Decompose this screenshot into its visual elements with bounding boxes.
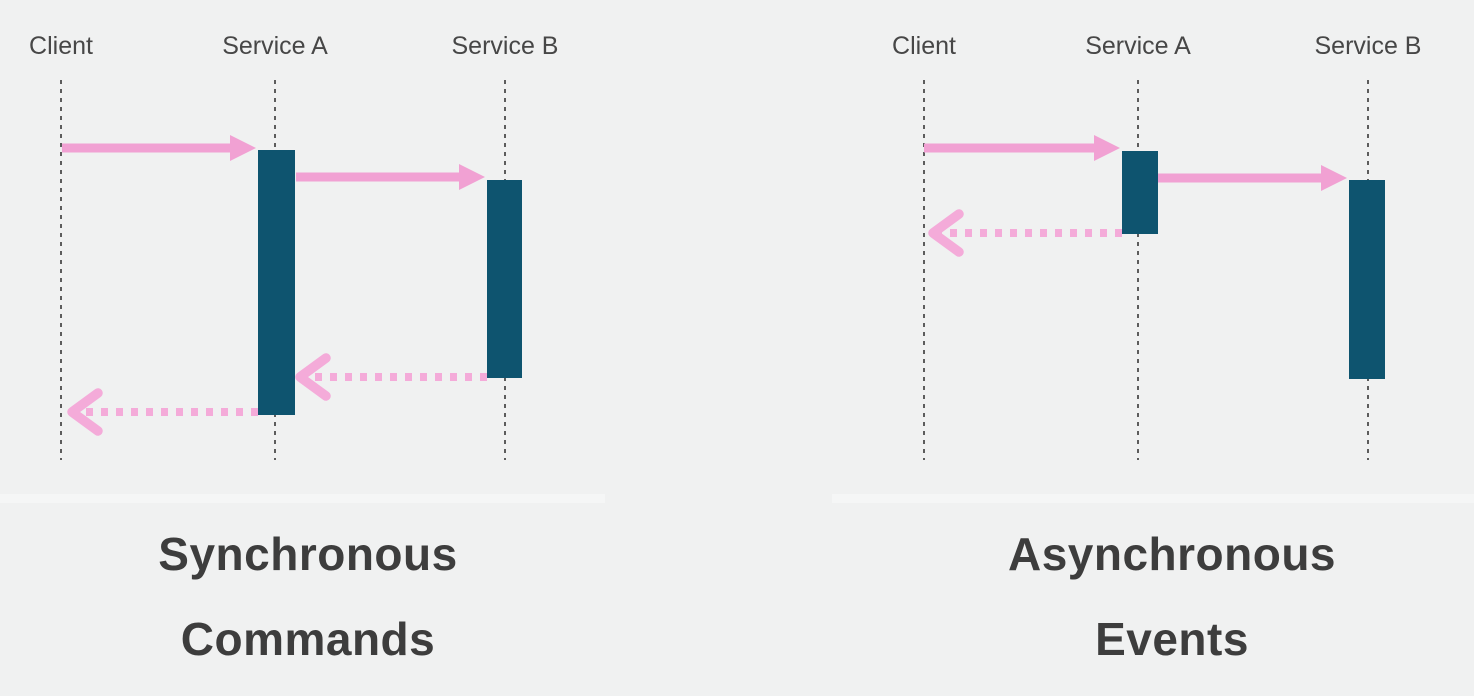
right-panel-bottom-seam [832, 494, 1474, 503]
actor-label-service-b: Service B [1315, 32, 1422, 60]
actor-label-service-a: Service A [222, 32, 328, 60]
actor-label-service-a: Service A [1085, 32, 1191, 60]
message-arrow-dotted-head [928, 209, 964, 257]
actor-label-service-b: Service B [452, 32, 559, 60]
left-panel-bottom-seam [0, 494, 605, 503]
message-arrow-dotted-head [295, 353, 331, 401]
caption-asynchronous-line2: Events [1095, 613, 1249, 665]
caption-synchronous-line1: Synchronous [158, 528, 458, 580]
actor-label-client: Client [29, 32, 93, 60]
activation-bar-service-a [258, 150, 295, 415]
message-arrow-solid-head [1094, 135, 1120, 161]
message-arrow-solid-head [1321, 165, 1347, 191]
caption-synchronous-line2: Commands [180, 613, 436, 665]
message-arrow-solid-head [459, 164, 485, 190]
caption-asynchronous-line1: Asynchronous [1007, 528, 1337, 580]
message-arrow-dotted-head [67, 388, 103, 436]
activation-bar-service-b [1349, 180, 1385, 379]
activation-bar-service-b [487, 180, 522, 378]
actor-label-client: Client [892, 32, 956, 60]
message-arrow-solid-head [230, 135, 256, 161]
activation-bar-service-a [1122, 151, 1158, 234]
